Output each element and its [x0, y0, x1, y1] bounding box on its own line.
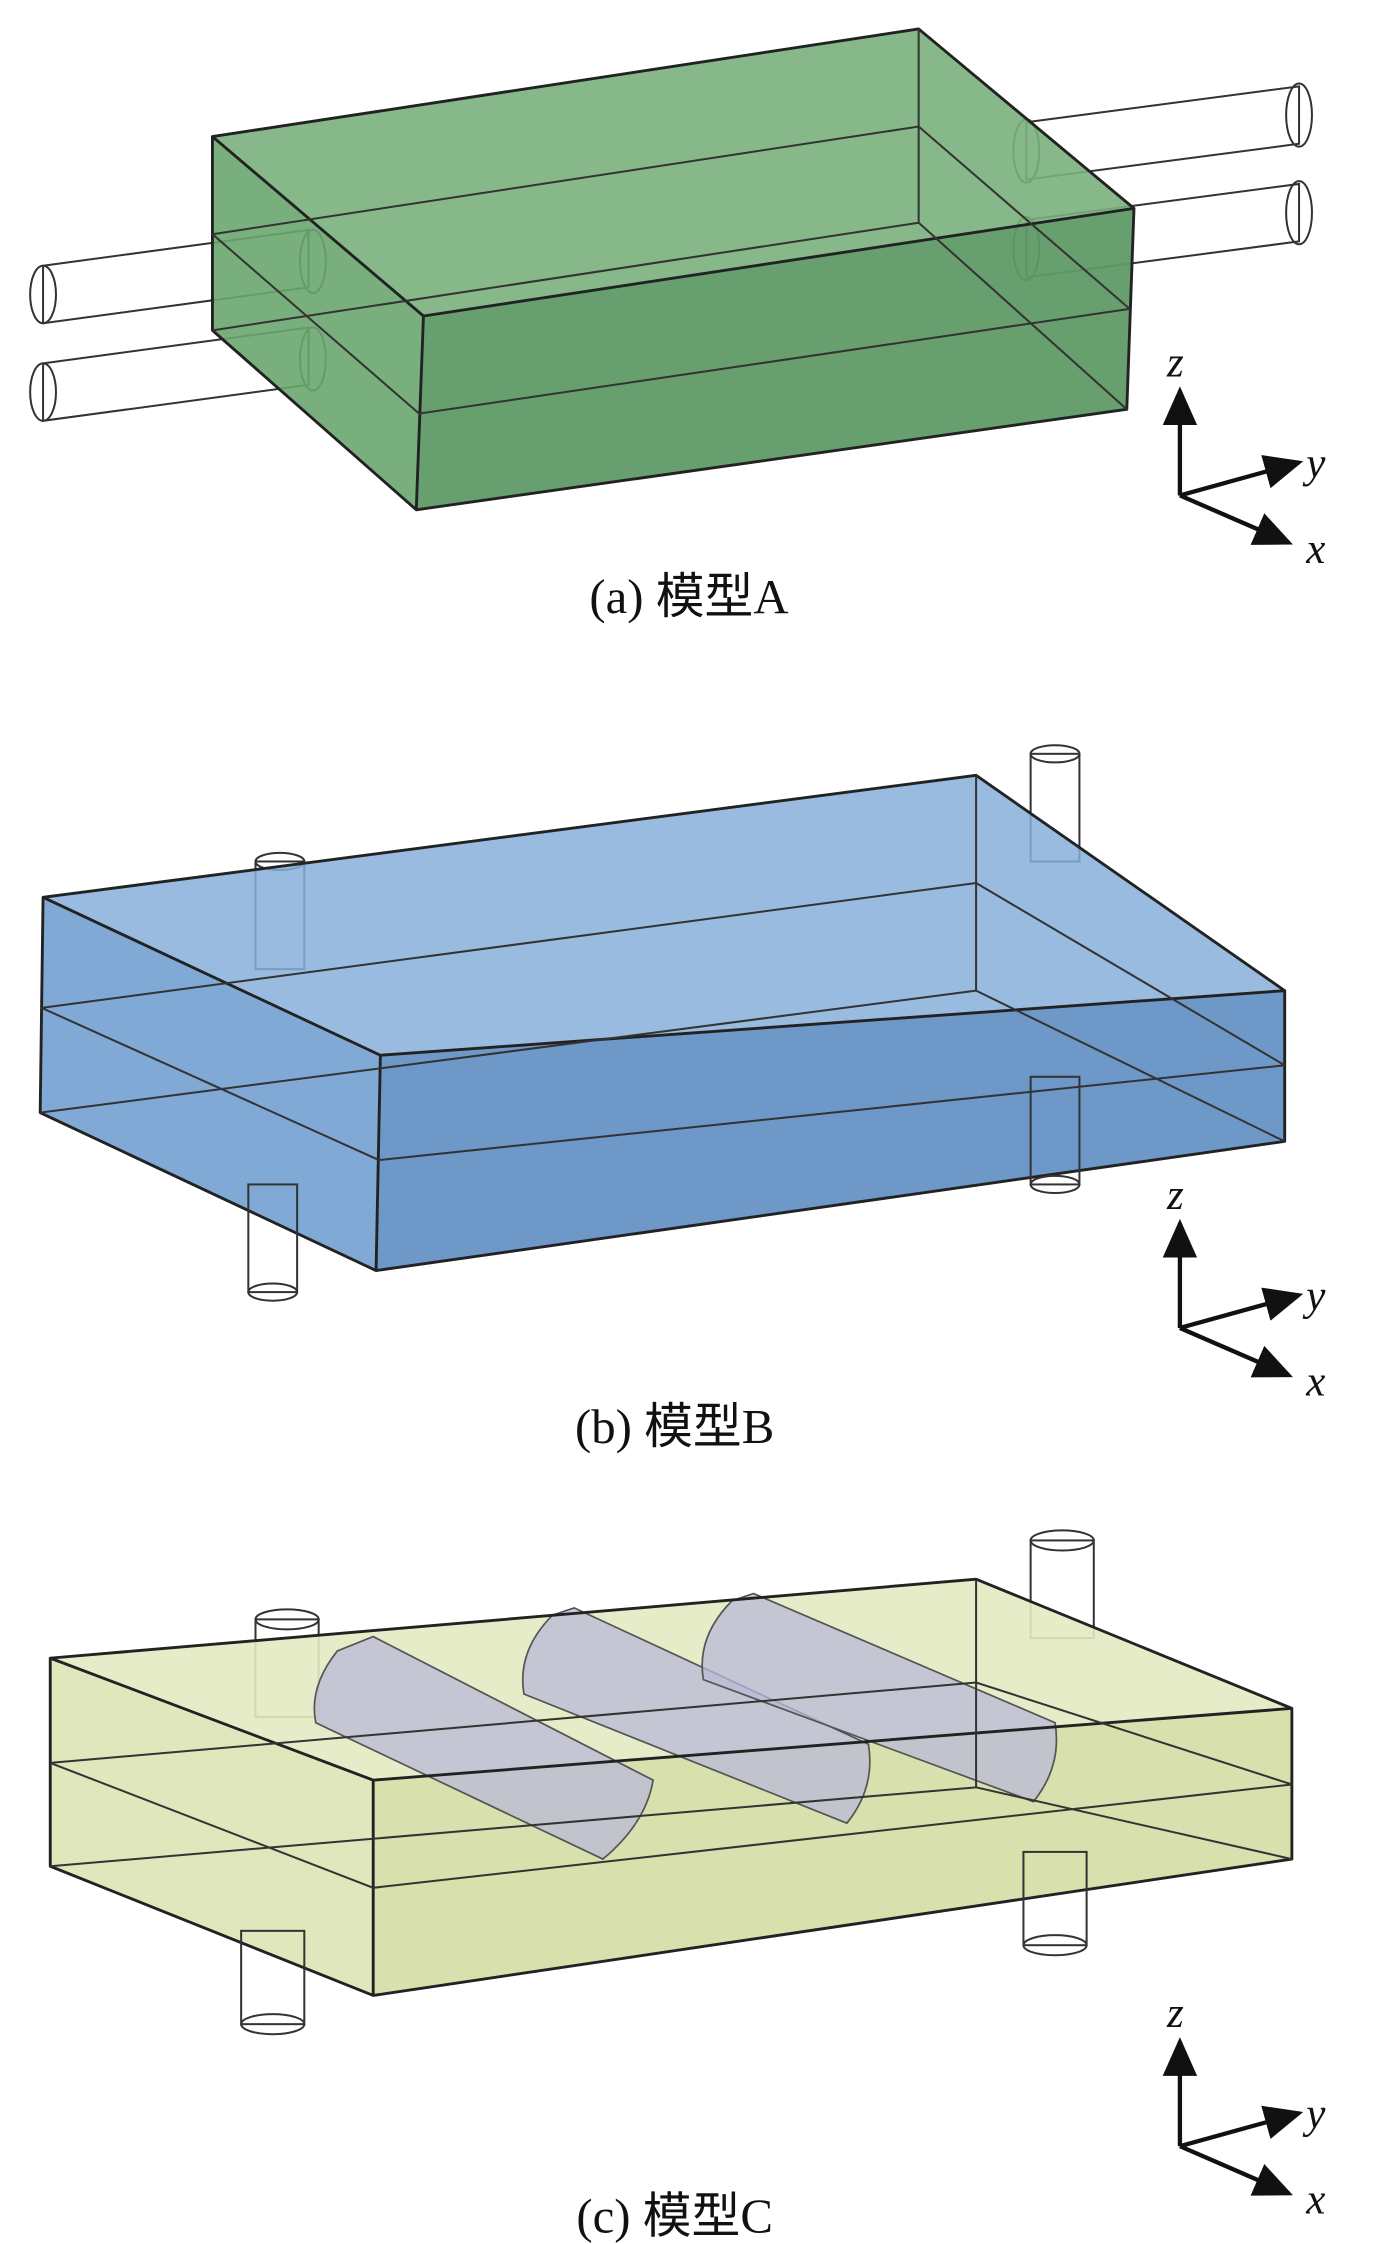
x-axis-label: x	[1305, 526, 1325, 573]
model-a: (a) 模型A	[29, 27, 1313, 624]
caption-b: (b) 模型B	[575, 1400, 774, 1454]
pipes-c-bottom	[240, 1850, 1088, 2036]
model-b: (b) 模型B	[38, 744, 1287, 1454]
y-axis-label: y	[1302, 440, 1326, 487]
y-axis-label: y	[1302, 1272, 1326, 1319]
axis-triad-a	[1162, 386, 1304, 545]
pipes-b-bottom	[247, 1075, 1081, 1302]
y-axis-label: y	[1302, 2091, 1326, 2138]
z-axis-label: z	[1166, 1990, 1184, 2037]
box-a	[211, 27, 1136, 512]
z-axis-label: z	[1166, 339, 1184, 386]
caption-a: (a) 模型A	[589, 570, 788, 624]
axis-triad-c	[1162, 2037, 1304, 2196]
axis-triad-b	[1162, 1218, 1304, 1378]
x-axis-label: x	[1305, 2177, 1325, 2224]
z-axis-label: z	[1166, 1172, 1184, 1219]
baffles	[313, 1592, 1058, 1861]
box-b	[38, 773, 1287, 1273]
caption-c: (c) 模型C	[576, 2189, 772, 2243]
model-c: (c) 模型C	[48, 1529, 1294, 2243]
x-axis-label: x	[1305, 1358, 1325, 1405]
box-c-edges	[48, 1577, 1294, 1997]
